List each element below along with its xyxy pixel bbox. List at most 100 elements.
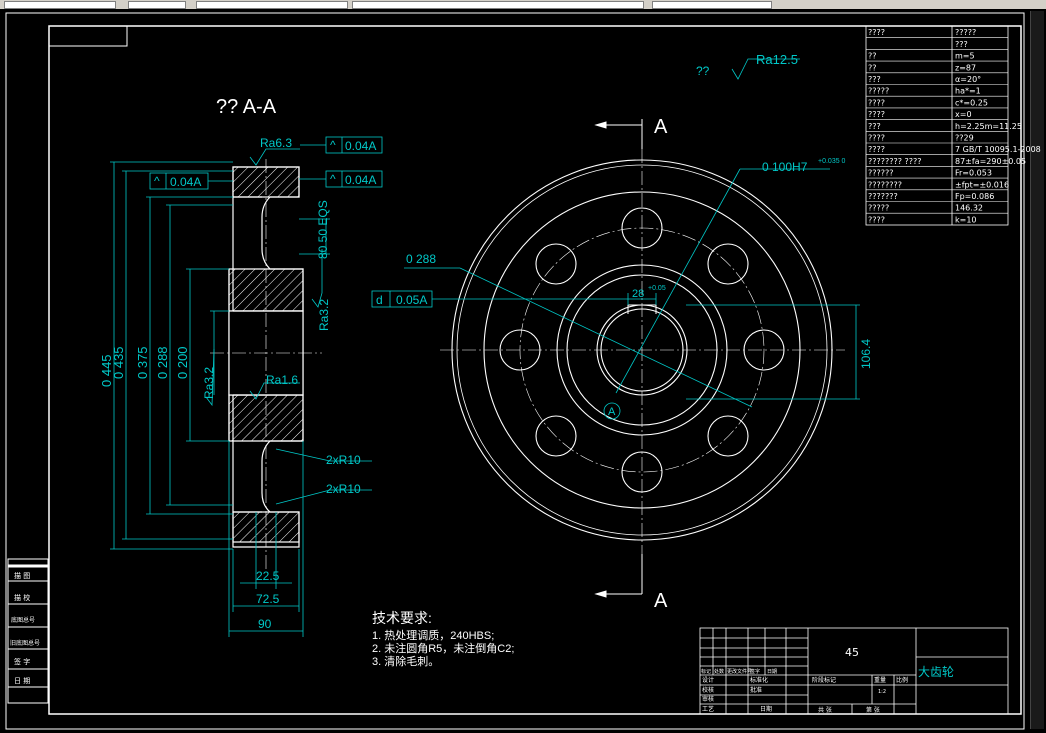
toolbar-field[interactable] <box>128 1 186 9</box>
scrollbar-track[interactable] <box>1030 11 1044 729</box>
param-name: ????? <box>868 204 889 213</box>
tb-sheets: 共 张 <box>818 706 832 714</box>
param-table-grid <box>865 25 1009 226</box>
dim-key: 28 <box>632 288 644 300</box>
param-value: ??? <box>955 40 968 49</box>
datum-a: A <box>608 406 616 418</box>
tb-col-header: 签字 <box>750 668 760 675</box>
tb-col-header: 更改文件号 <box>727 668 752 675</box>
toolbar-field[interactable] <box>352 1 644 9</box>
runout-label: ^ <box>330 172 336 186</box>
roughness-ra3-2: Ra3.2 <box>202 367 216 399</box>
tb-row: 审核 <box>702 695 714 703</box>
roughness-general-label: ?? <box>696 64 710 78</box>
tb-std: 标准化 <box>750 676 768 684</box>
param-value: ±fpt=±0.016 <box>955 180 1009 189</box>
section-marker: A <box>654 590 668 612</box>
param-name: ??? <box>868 122 881 131</box>
param-value: 146.32 <box>955 204 983 213</box>
stamp-label: 旧底图总号 <box>10 639 40 647</box>
param-name: ?? <box>868 52 877 61</box>
dim-22-5: 22.5 <box>256 569 280 583</box>
param-value: c*=0.25 <box>955 98 988 107</box>
dim-d200: 0 200 <box>175 346 190 379</box>
dim-d445: 0 445 <box>99 354 114 387</box>
stamp-label: 签 字 <box>14 657 30 666</box>
param-table: ??????????????m=5??z=87???α=20°?????ha*=… <box>866 28 1041 224</box>
dim-90: 90 <box>258 617 272 631</box>
roughness-ra1-6: Ra1.6 <box>266 373 298 387</box>
title-block-headers: 标记处数更改文件号签字 日期 <box>701 668 777 675</box>
tb-scale-label: 比例 <box>896 676 908 684</box>
tb-row: 校核 <box>702 686 714 694</box>
param-name: ?????? <box>868 169 893 178</box>
param-name: ???? <box>868 215 885 224</box>
dim-circle-288: 0 288 <box>406 252 436 266</box>
param-value: z=87 <box>955 63 976 72</box>
cad-drawing[interactable]: 描 图 描 校 底图总号 旧底图总号 签 字 日 期 ?? A-A <box>0 9 1041 733</box>
tb-sheet: 第 张 <box>866 706 880 714</box>
inner-frame <box>48 25 1022 715</box>
param-name: ???? <box>868 145 885 154</box>
roughness-ra3-2: Ra3.2 <box>317 299 331 331</box>
stamp-label: 日 期 <box>14 677 30 685</box>
tech-req-line: 2. 未注圆角R5，未注倒角C2; <box>372 641 514 655</box>
corner-box <box>48 25 128 47</box>
stamp-label: 底图总号 <box>11 616 35 624</box>
tb-row: 设计 <box>702 676 714 684</box>
front-dims <box>371 58 860 420</box>
section-annotations <box>149 136 383 407</box>
section-title: ?? A-A <box>216 96 277 118</box>
param-name: ??? <box>868 75 881 84</box>
param-name: ???? <box>868 110 885 119</box>
param-value: Fr=0.053 <box>955 169 992 178</box>
toolbar-field[interactable] <box>196 1 348 9</box>
param-value: ????? <box>955 28 976 37</box>
param-value: Fp=0.086 <box>955 192 994 201</box>
roughness-ra6-3: Ra6.3 <box>260 136 292 150</box>
dim-bore: 0 100H7 <box>762 160 808 174</box>
dim-r10: 2xR10 <box>326 453 361 467</box>
param-value: k=10 <box>955 215 977 224</box>
tech-req-line: 3. 清除毛刺。 <box>372 654 439 668</box>
param-value: 7 GB/T 10095.1-2008 <box>955 145 1041 154</box>
title-scale: 1:2 <box>878 689 886 695</box>
param-name: ???????? ???? <box>868 157 922 166</box>
toolbar-field[interactable] <box>4 1 116 9</box>
dim-key-tol: +0.05 <box>648 285 666 292</box>
param-value: m=5 <box>955 52 975 61</box>
section-dims <box>110 161 372 637</box>
runout-label: ^ <box>154 174 160 188</box>
param-name: ??????? <box>868 192 898 201</box>
param-name: ???? <box>868 28 885 37</box>
outer-frame <box>5 12 1025 730</box>
param-value: 87±fa=290±0.05 <box>955 157 1026 166</box>
dim-r10: 2xR10 <box>326 482 361 496</box>
section-markers <box>594 119 643 598</box>
tb-stage: 阶段标记 <box>812 676 836 684</box>
param-value: α=20° <box>955 75 981 84</box>
dim-keydepth: 106.4 <box>859 339 873 369</box>
param-name: ?? <box>868 63 877 72</box>
tb-date: 日期 <box>760 705 772 713</box>
tech-req-title: 技术要求: <box>372 610 432 626</box>
tolerance-symbol: d <box>376 293 383 307</box>
section-marker: A <box>654 116 668 138</box>
dim-d435: 0 435 <box>111 346 126 379</box>
stamp-label: 描 校 <box>14 593 30 602</box>
vertical-scrollbar[interactable] <box>1028 9 1046 733</box>
title-part-name: 大齿轮 <box>918 665 954 679</box>
param-value: h=2.25m=11.25 <box>955 122 1022 131</box>
dim-72-5: 72.5 <box>256 592 280 606</box>
tb-col-header: 日期 <box>767 669 777 675</box>
param-name: ???? <box>868 98 885 107</box>
toolbar-field[interactable] <box>652 1 772 9</box>
tech-req-line: 1. 热处理调质，240HBS; <box>372 629 494 642</box>
param-name: ????? <box>868 87 889 96</box>
tb-col-header: 处数 <box>714 668 724 675</box>
tb-approve: 批准 <box>750 686 762 694</box>
param-name: ???? <box>868 134 885 143</box>
tolerance-runout-1: 0.04A <box>345 139 376 153</box>
tb-col-header: 标记 <box>701 668 711 675</box>
tolerance-runout-2: 0.04A <box>170 175 201 189</box>
